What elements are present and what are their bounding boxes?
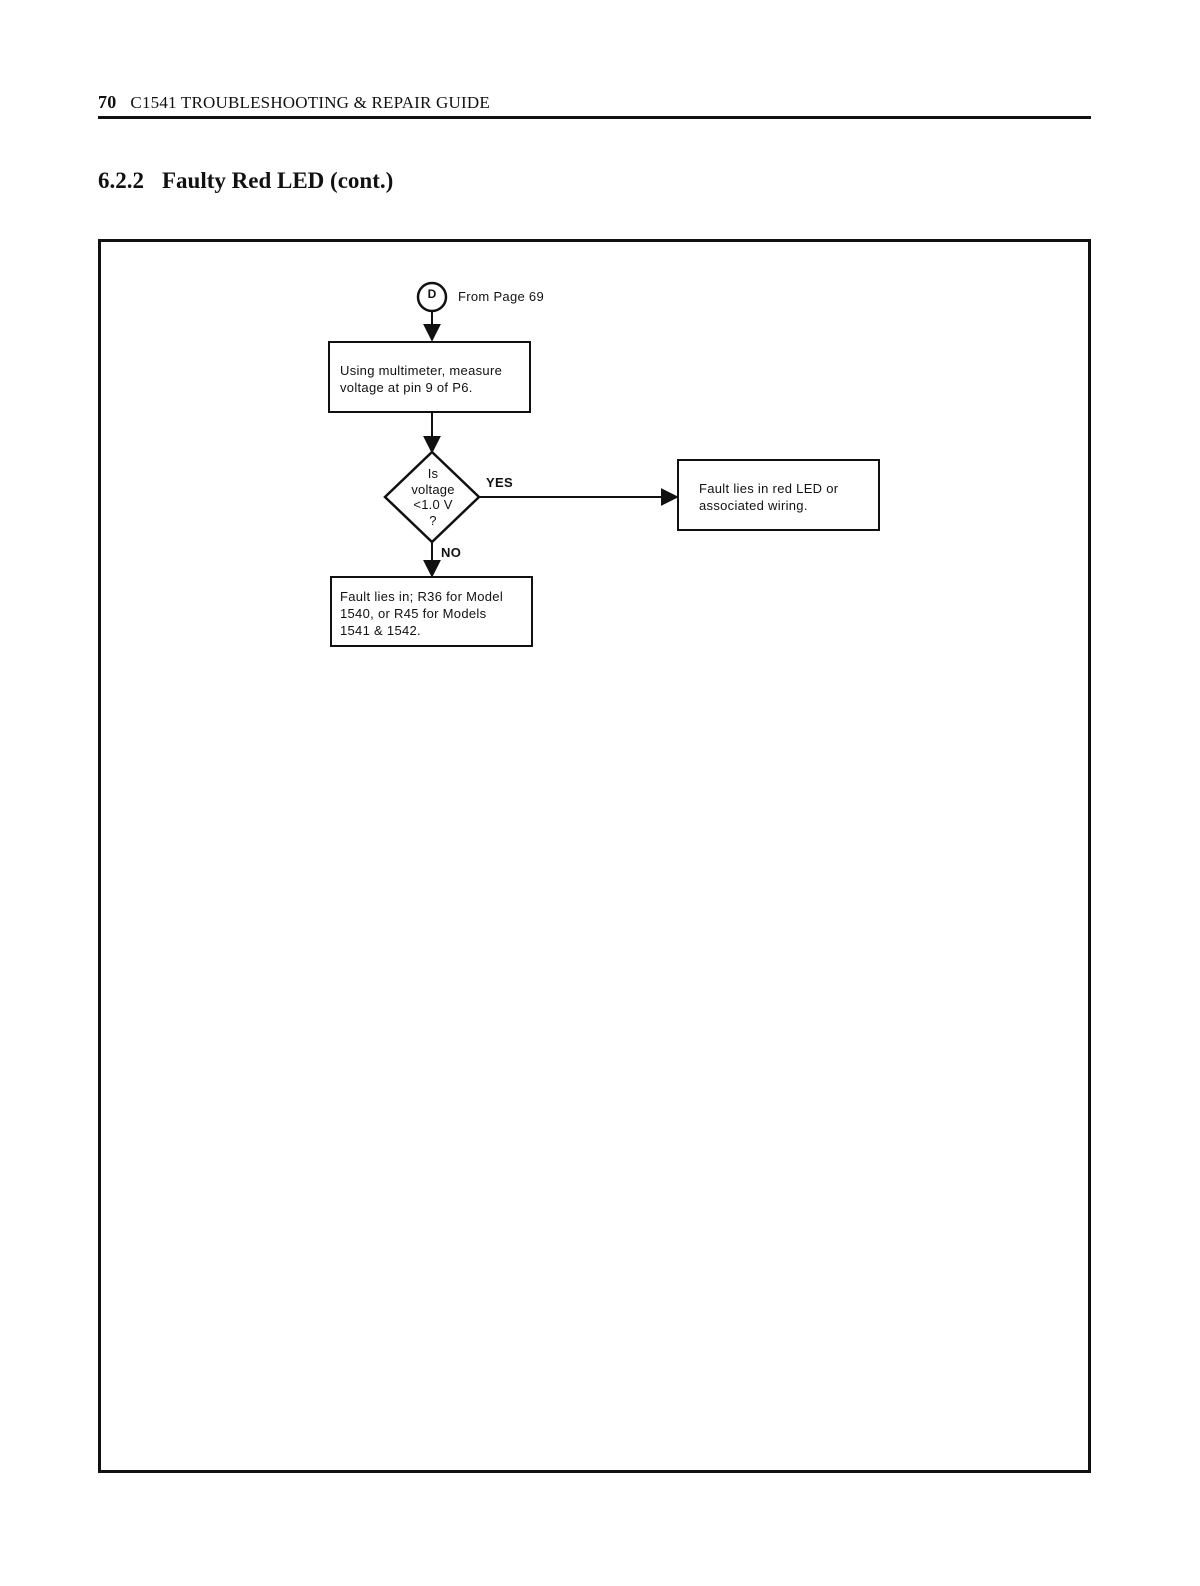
running-head: 70 C1541 TROUBLESHOOTING & REPAIR GUIDE [98, 92, 490, 113]
page-number: 70 [98, 92, 117, 112]
section-title: 6.2.2 Faulty Red LED (cont.) [98, 168, 393, 194]
no-label: NO [441, 545, 462, 560]
measure-step-box: Using multimeter, measure voltage at pin… [328, 341, 531, 413]
yes-result-line: associated wiring. [699, 498, 808, 513]
yes-label: YES [486, 475, 513, 490]
yes-result-line: Fault lies in red LED or [699, 481, 839, 496]
measure-step-line: voltage at pin 9 of P6. [340, 380, 473, 395]
measure-step-line: Using multimeter, measure [340, 363, 503, 378]
decision-line: ? [429, 512, 437, 528]
header-rule [98, 116, 1091, 119]
decision-line: Is [427, 466, 439, 481]
connector-label: From Page 69 [458, 289, 544, 304]
no-result-line: Fault lies in; R36 for Model [340, 589, 504, 604]
no-result-box: Fault lies in; R36 for Model 1540, or R4… [330, 576, 533, 647]
decision-question: Is voltage <1.0 V ? [385, 466, 481, 528]
no-result-line: 1541 & 1542. [340, 623, 421, 638]
connector-letter: D [427, 287, 437, 301]
figure-frame [98, 239, 1091, 1473]
decision-line: <1.0 V [413, 497, 453, 512]
decision-line: voltage [411, 481, 455, 497]
no-result-line: 1540, or R45 for Models [340, 606, 487, 621]
section-heading: Faulty Red LED (cont.) [162, 168, 394, 193]
book-title: C1541 TROUBLESHOOTING & REPAIR GUIDE [130, 93, 490, 112]
yes-result-box: Fault lies in red LED or associated wiri… [677, 459, 880, 531]
section-number: 6.2.2 [98, 168, 144, 193]
